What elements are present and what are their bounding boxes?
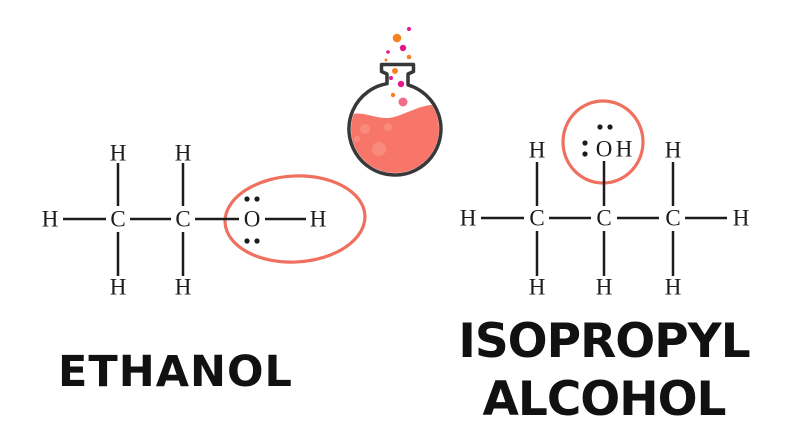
flask-rising-bubbles	[384, 27, 412, 107]
bubble-magenta	[389, 76, 393, 80]
ethanol-structure	[63, 163, 367, 276]
bubble-orange	[384, 58, 388, 62]
liquid-bubble	[354, 136, 360, 142]
isopropyl-label-line2: ALCOHOL	[482, 372, 726, 427]
bubble-orange	[390, 92, 396, 98]
flask-illustration	[347, 27, 443, 177]
lone-pair-dot	[254, 238, 260, 244]
atom-symbol-O: O	[243, 206, 261, 232]
atom-symbol-H: H	[109, 140, 127, 166]
atom-symbol-H: H	[459, 205, 477, 231]
bubble-orange	[406, 54, 412, 60]
liquid-bubble	[360, 124, 370, 134]
atom-symbol-H: H	[664, 274, 682, 300]
atom-symbol-H: H	[41, 206, 59, 232]
atom-symbol-C: C	[110, 206, 126, 232]
isopropyl-alcohol-label: ISOPROPYL ALCOHOL	[458, 313, 750, 429]
bubble-magenta	[397, 80, 405, 88]
lone-pair-dot	[597, 124, 603, 130]
atom-symbol-H: H	[528, 137, 546, 163]
bubble-pink	[398, 97, 408, 107]
lone-pair-dot	[582, 140, 588, 146]
atom-symbol-H: H	[615, 136, 633, 162]
ethanol-label: ETHANOL	[58, 347, 293, 397]
bubble-orange	[392, 68, 398, 74]
atom-symbol-H: H	[309, 206, 327, 232]
flask-liquid	[351, 104, 439, 173]
lone-pair-dot	[607, 124, 613, 130]
bubble-magenta	[386, 50, 390, 54]
bubble-orange	[392, 33, 402, 43]
atom-symbol-H: H	[528, 274, 546, 300]
lone-pair-dot	[244, 196, 250, 202]
atom-symbol-C: C	[665, 205, 681, 231]
liquid-bubble	[384, 123, 392, 131]
atom-symbol-H: H	[595, 274, 613, 300]
isopropyl-label-line1: ISOPROPYL	[458, 314, 750, 369]
atom-symbol-H: H	[109, 274, 127, 300]
atom-symbol-C: C	[529, 205, 545, 231]
flask-liquid-bubbles	[354, 123, 392, 156]
atom-symbol-H: H	[664, 137, 682, 163]
isopropyl-alcohol-structure	[481, 99, 727, 276]
bubble-magenta	[399, 44, 407, 52]
lone-pair-dot	[582, 151, 588, 157]
atom-symbol-O: O	[595, 136, 613, 162]
liquid-bubble	[372, 142, 386, 156]
atom-symbol-H: H	[732, 205, 750, 231]
atom-symbol-H: H	[174, 274, 192, 300]
lone-pair-dot	[254, 196, 260, 202]
atom-symbol-C: C	[596, 205, 612, 231]
bubble-magenta	[407, 27, 411, 31]
atom-symbol-C: C	[175, 206, 191, 232]
lone-pair-dot	[244, 238, 250, 244]
atom-symbol-H: H	[174, 140, 192, 166]
ethanol-hydroxyl-highlight-ring	[223, 174, 367, 264]
